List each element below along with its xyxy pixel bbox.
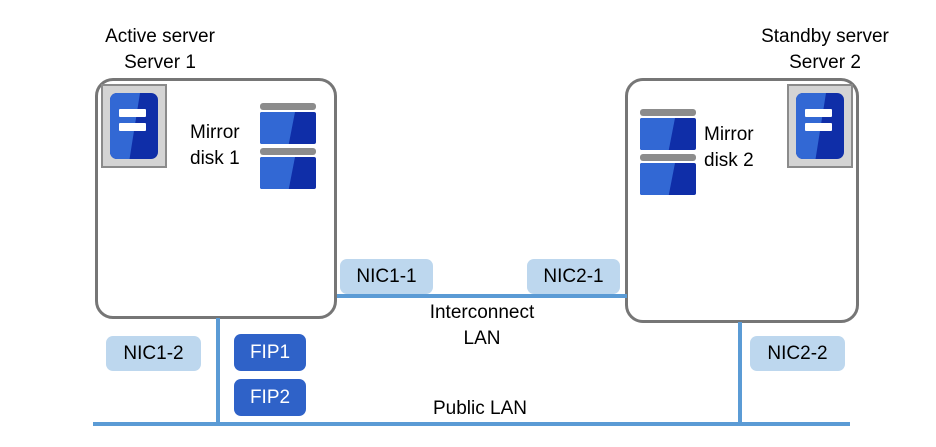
server-icon-slot-bottom bbox=[804, 122, 832, 132]
standby-server-role-label: Standby server bbox=[761, 26, 889, 47]
standby-server-name-label: Server 2 bbox=[789, 51, 861, 73]
disk-platter bbox=[260, 157, 316, 189]
disk-unit bbox=[640, 154, 696, 195]
mirror-disk-icon bbox=[640, 109, 696, 195]
interconnect-lan-label-line2: LAN bbox=[463, 327, 501, 349]
mirror-disk2-label-line1: Mirror bbox=[704, 124, 754, 145]
disk-platter bbox=[260, 112, 316, 144]
server-icon-slot-top bbox=[118, 108, 146, 118]
fip-label-fip1: FIP1 bbox=[234, 334, 306, 371]
disk-cap bbox=[640, 154, 696, 161]
disk-cap bbox=[640, 109, 696, 116]
disk-platter bbox=[640, 118, 696, 150]
mirror-disk1-label: Mirror disk 1 bbox=[190, 120, 240, 171]
standby-server-caption: Standby server Server 2 bbox=[700, 24, 936, 75]
mirror-disk1-label-line1: Mirror bbox=[190, 122, 240, 143]
interconnect-lan-label: Interconnect LAN bbox=[382, 300, 582, 351]
disk-platter bbox=[640, 163, 696, 195]
server-icon bbox=[101, 84, 167, 168]
public-lan-label: Public LAN bbox=[433, 398, 527, 419]
disk-cap bbox=[260, 148, 316, 155]
server1-public-lan-drop-line bbox=[216, 318, 220, 424]
interconnect-lan-line bbox=[337, 294, 627, 298]
active-server-name-label: Server 1 bbox=[124, 51, 196, 73]
mirror-disk-icon bbox=[260, 103, 316, 189]
server-icon-slot-bottom bbox=[118, 122, 146, 132]
nic-label-nic1-2: NIC1-2 bbox=[106, 336, 201, 371]
mirror-disk1-label-line2: disk 1 bbox=[190, 147, 240, 169]
interconnect-lan-label-line1: Interconnect bbox=[429, 302, 535, 323]
mirror-disk2-label-line2: disk 2 bbox=[704, 149, 754, 171]
nic-label-nic2-2: NIC2-2 bbox=[750, 336, 845, 371]
server-icon-body bbox=[110, 93, 158, 159]
fip-label-fip2: FIP2 bbox=[234, 379, 306, 416]
public-lan-line bbox=[93, 422, 850, 426]
disk-unit bbox=[640, 109, 696, 150]
server-icon-slot-top bbox=[804, 108, 832, 118]
mirror-disk2-label: Mirror disk 2 bbox=[704, 122, 754, 173]
active-server-role-label: Active server bbox=[105, 26, 215, 47]
active-server-caption: Active server Server 1 bbox=[60, 24, 260, 75]
server-icon bbox=[787, 84, 853, 168]
nic-label-nic1-1: NIC1-1 bbox=[340, 259, 433, 294]
disk-unit bbox=[260, 103, 316, 144]
nic-label-nic2-1: NIC2-1 bbox=[527, 259, 620, 294]
server2-public-lan-drop-line bbox=[738, 322, 742, 424]
disk-unit bbox=[260, 148, 316, 189]
disk-cap bbox=[260, 103, 316, 110]
server-icon-body bbox=[796, 93, 844, 159]
